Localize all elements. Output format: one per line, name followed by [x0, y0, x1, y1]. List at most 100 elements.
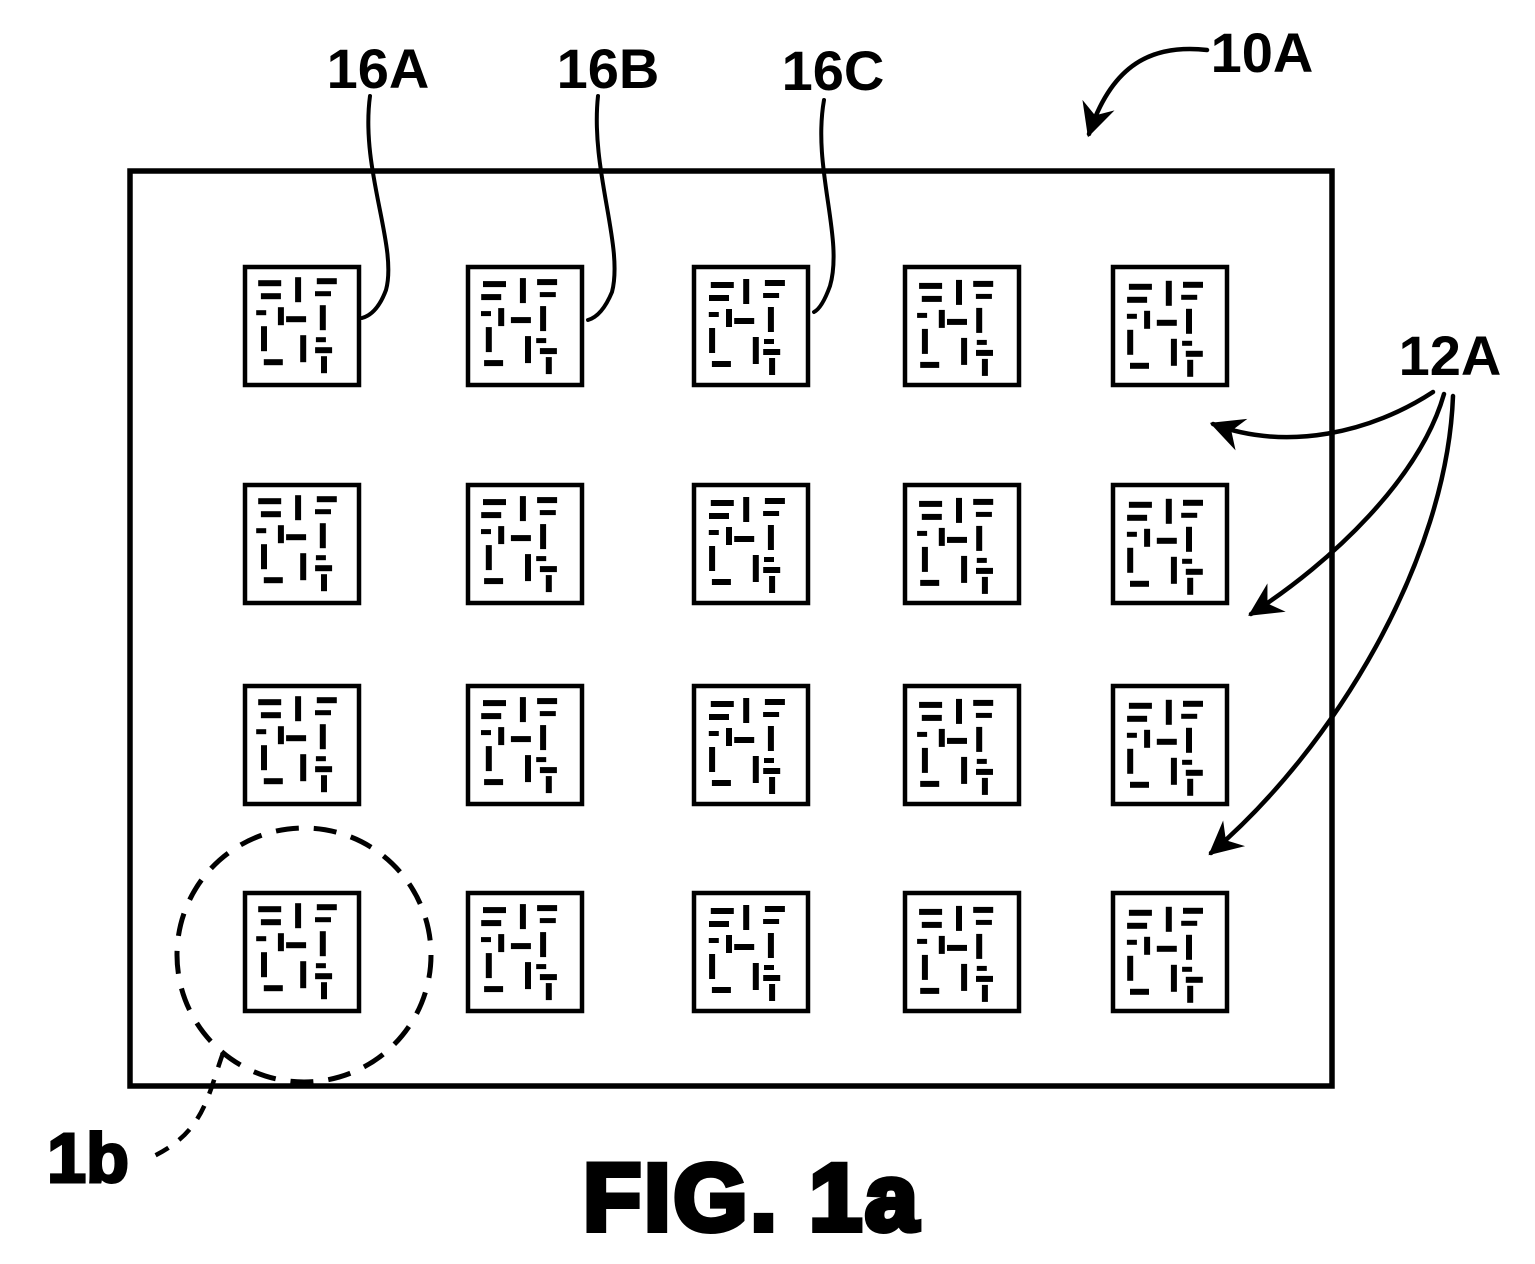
array-site	[902, 683, 1022, 807]
probe-dash	[947, 944, 967, 951]
probe-dash	[743, 905, 750, 930]
leader-line-16b	[586, 94, 617, 322]
probe-dash	[764, 498, 785, 504]
probe-dash	[315, 710, 331, 716]
probe-dash	[976, 557, 987, 563]
probe-dash	[919, 908, 943, 915]
probe-dash	[537, 497, 558, 504]
probe-dash	[711, 361, 731, 367]
probe-dash	[540, 306, 547, 332]
probe-dash	[481, 512, 502, 519]
probe-dash	[976, 758, 987, 764]
probe-dash	[1186, 727, 1192, 753]
arrow-12a-second	[1248, 391, 1447, 617]
probe-dash	[539, 510, 556, 516]
probe-dash	[545, 776, 552, 794]
probe-dash	[519, 904, 526, 930]
probe-dash	[286, 942, 307, 949]
probe-dash	[525, 962, 531, 990]
probe-dash	[708, 312, 719, 317]
probe-dash	[981, 777, 988, 795]
probe-dash	[316, 496, 337, 503]
probe-dash	[1182, 340, 1193, 346]
probe-dash	[321, 574, 327, 592]
probe-dash	[917, 312, 928, 318]
probe-dash	[921, 921, 942, 928]
probe-dash	[540, 725, 547, 751]
probe-dash	[917, 530, 928, 536]
probe-dash	[921, 747, 928, 773]
probe-dash	[763, 349, 781, 355]
probe-dash	[708, 530, 719, 535]
probe-dash	[1128, 909, 1152, 916]
probe-dash	[981, 358, 988, 376]
label-16c: 16C	[782, 39, 885, 102]
probe-dash	[1127, 296, 1148, 303]
probe-dash	[752, 963, 759, 990]
probe-dash	[976, 965, 987, 971]
probe-dash	[315, 565, 333, 572]
probe-dash	[769, 576, 776, 593]
leader-line-16c	[812, 98, 836, 314]
probe-dash	[981, 576, 988, 594]
probe-dash	[537, 698, 558, 705]
probe-dash	[263, 778, 283, 785]
probe-dash	[545, 983, 552, 1001]
label-16a: 16A	[327, 37, 430, 100]
probe-dash	[1186, 934, 1192, 960]
probe-dash	[975, 712, 992, 718]
probe-dash	[536, 757, 547, 763]
probe-dash	[539, 566, 557, 573]
probe-dash	[510, 736, 531, 743]
probe-dash	[709, 747, 716, 772]
probe-dash	[315, 973, 333, 980]
probe-dash	[973, 906, 994, 913]
probe-dash	[769, 984, 776, 1001]
probe-dash	[300, 553, 307, 581]
probe-dash	[1183, 907, 1203, 914]
probe-dash	[763, 293, 780, 298]
probe-dash	[976, 307, 983, 333]
probe-dash	[295, 495, 302, 521]
array-site	[691, 482, 811, 606]
probe-dash	[1127, 955, 1134, 981]
probe-dash	[711, 780, 731, 786]
probe-dash	[764, 339, 774, 344]
array-site-outline	[242, 890, 362, 1014]
probe-dash	[920, 361, 940, 368]
probe-dash	[975, 511, 992, 517]
probe-dash	[763, 919, 780, 924]
probe-dash	[976, 975, 993, 982]
probe-dash	[1144, 729, 1151, 748]
probe-dash	[1182, 558, 1193, 564]
probe-dash	[947, 737, 967, 744]
probe-dash	[1186, 308, 1192, 334]
array-site-outline	[242, 482, 362, 606]
probe-dash	[316, 904, 337, 911]
probe-dash	[769, 777, 776, 794]
probe-dash	[767, 726, 774, 751]
probe-dash	[1185, 568, 1203, 575]
probe-dash	[498, 308, 505, 327]
probe-dash	[483, 907, 506, 914]
probe-dash	[1127, 514, 1148, 521]
probe-dash	[919, 282, 943, 289]
probe-dash	[734, 737, 755, 743]
probe-dash	[767, 933, 774, 958]
probe-dash	[976, 768, 993, 775]
probe-dash	[921, 546, 928, 572]
probe-dash	[1128, 702, 1152, 709]
probe-dash	[973, 280, 994, 287]
probe-dash	[510, 535, 531, 542]
array-site	[902, 482, 1022, 606]
probe-dash	[1183, 281, 1203, 288]
probe-dash	[321, 356, 327, 374]
probe-dash	[709, 328, 716, 353]
probe-dash	[481, 529, 491, 535]
probe-dash	[519, 278, 526, 304]
probe-dash	[1130, 988, 1149, 995]
probe-dash	[763, 567, 781, 573]
label-16b: 16B	[557, 37, 660, 100]
probe-dash	[256, 310, 267, 316]
array-site	[1110, 683, 1230, 807]
